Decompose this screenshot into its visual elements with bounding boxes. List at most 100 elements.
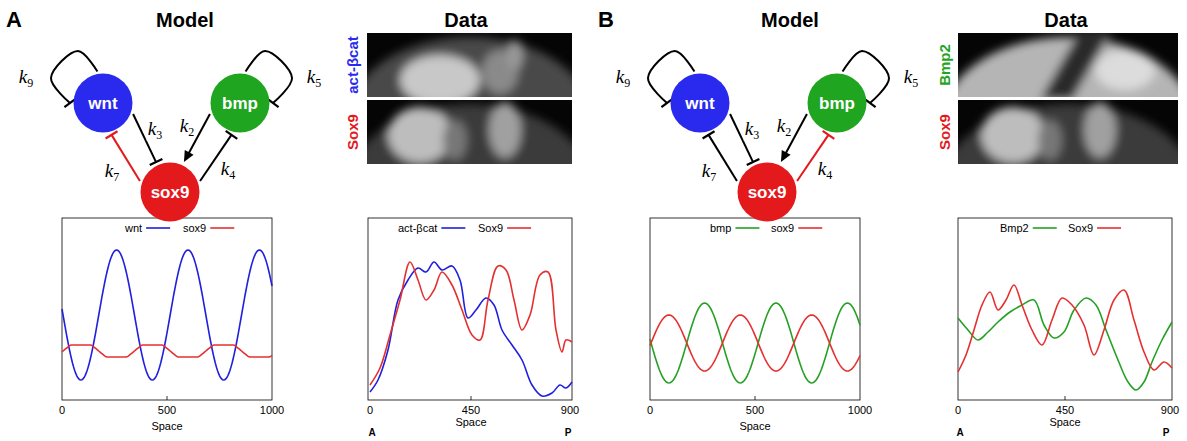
inhibition-bar (703, 131, 715, 138)
chart-frame (62, 218, 1172, 400)
tick-label: 0 (955, 405, 961, 416)
legend-line (146, 227, 170, 229)
legend-line (1097, 227, 1121, 229)
legend-label: Sox9 (478, 223, 503, 234)
legend-label: bmp (710, 223, 731, 234)
chart-curve (958, 298, 1172, 390)
legend-line (798, 227, 822, 229)
edge-line (133, 114, 156, 162)
arrow-head (781, 150, 791, 162)
legend-label: sox9 (183, 223, 206, 234)
legend-label: sox9 (771, 223, 794, 234)
axis-title: Space (739, 421, 770, 432)
rate-constant: k7 (701, 161, 717, 183)
regulation-edge (133, 114, 162, 165)
regulation-edge (730, 114, 759, 165)
rate-constant: k3 (147, 119, 163, 141)
axis-end: P (565, 428, 572, 438)
network-node: sox9 (140, 162, 200, 222)
axis-title: Space (1049, 417, 1080, 428)
rate-constant: k2 (776, 116, 792, 138)
network-node: wnt (73, 73, 133, 133)
rate-constant: k5 (903, 67, 919, 89)
chart-curve (650, 315, 860, 371)
chart-curve (370, 262, 572, 385)
chart-curve (370, 262, 572, 396)
legend-samples (146, 228, 1121, 229)
node-fill (671, 74, 730, 133)
edge-line (730, 114, 753, 162)
node-fill (808, 74, 867, 133)
tick-label: 500 (746, 405, 764, 416)
chart-curve (62, 250, 272, 380)
network-node: sox9 (737, 162, 797, 222)
rate-constant: k4 (817, 159, 833, 181)
network-node: wnt (670, 73, 730, 133)
chart-curve (958, 285, 1172, 372)
edge-line (797, 135, 828, 181)
legend-line (507, 227, 531, 229)
axis-title: Space (151, 421, 182, 432)
channel-label: act-βcat (345, 36, 360, 94)
rate-constant: k2 (179, 116, 195, 138)
panel-letter: B (598, 9, 614, 31)
node-fill (141, 163, 200, 222)
rate-constant: k9 (18, 67, 34, 89)
node-label: bmp (222, 95, 258, 112)
panel-heading: Data (444, 10, 487, 30)
rate-constant: k9 (615, 67, 631, 89)
network-node: bmp (807, 73, 867, 133)
legend-label: wnt (125, 223, 142, 234)
regulation-edge (106, 131, 140, 181)
micrograph (345, 100, 595, 280)
tick-label: 1000 (848, 405, 872, 416)
tick-label: 0 (647, 405, 653, 416)
channel-label: Sox9 (345, 114, 360, 150)
rate-constant: k5 (306, 67, 322, 89)
legend-label: Sox9 (1068, 223, 1093, 234)
node-fill (74, 74, 133, 133)
node-label: sox9 (151, 184, 190, 201)
axis-tick (167, 396, 1065, 400)
chart-curve (650, 303, 860, 383)
panel-heading: Model (156, 10, 214, 30)
chart-curves (62, 250, 1172, 396)
panel-heading: Model (761, 10, 819, 30)
node-label: wnt (88, 95, 117, 112)
axis-title: Space (455, 417, 486, 428)
tick-label: 450 (462, 405, 480, 416)
channel-label: Sox9 (937, 114, 952, 150)
rate-constant: k4 (220, 159, 236, 181)
chart-curve (62, 345, 272, 357)
axis-end: A (368, 428, 375, 438)
legend-label: act-βcat (398, 223, 437, 234)
network-node: bmp (210, 73, 270, 133)
legend-label: Bmp2 (1000, 223, 1029, 234)
rate-constant: k7 (104, 161, 120, 183)
panel-letter: A (6, 9, 22, 31)
micrograph (938, 100, 1187, 280)
node-label: sox9 (748, 184, 787, 201)
tick-label: 450 (1056, 405, 1074, 416)
channel-label: Bmp2 (937, 44, 952, 86)
tick-label: 900 (561, 405, 579, 416)
legend-line (441, 227, 465, 229)
axis-end: A (956, 428, 963, 438)
tick-label: 0 (367, 405, 373, 416)
node-label: wnt (685, 95, 714, 112)
regulation-edge (200, 131, 237, 181)
axis-end: P (1163, 428, 1170, 438)
rate-constant: k3 (744, 119, 760, 141)
node-label: bmp (819, 95, 855, 112)
edge-line (200, 135, 231, 181)
node-fill (738, 163, 797, 222)
legend-line (210, 227, 234, 229)
tick-label: 1000 (260, 405, 284, 416)
node-fill (211, 74, 270, 133)
arrow-head (184, 150, 194, 162)
legend-line (1033, 227, 1057, 229)
tick-label: 0 (59, 405, 65, 416)
tick-label: 500 (158, 405, 176, 416)
tick-label: 900 (1161, 405, 1179, 416)
